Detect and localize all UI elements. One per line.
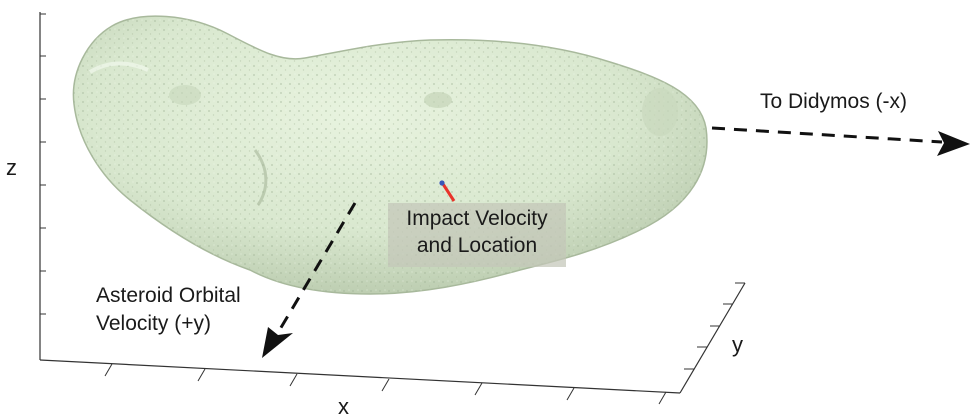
- didymos-arrow: [712, 128, 970, 156]
- z-axis-label: z: [6, 155, 17, 181]
- orbital-velocity-label-line1: Asteroid Orbital: [96, 282, 241, 309]
- x-axis-label: x: [338, 394, 349, 417]
- z-axis-ticks: [40, 14, 46, 314]
- impact-label-line2: and Location: [392, 232, 562, 259]
- x-axis-ticks: [105, 364, 666, 404]
- orbital-velocity-label-line2: Velocity (+y): [96, 310, 211, 337]
- impact-label-line1: Impact Velocity: [392, 205, 562, 232]
- x-axis-line: [40, 360, 680, 393]
- didymos-direction-label: To Didymos (-x): [760, 88, 907, 115]
- impact-label: Impact Velocity and Location: [392, 205, 562, 259]
- y-axis-label: y: [732, 332, 743, 358]
